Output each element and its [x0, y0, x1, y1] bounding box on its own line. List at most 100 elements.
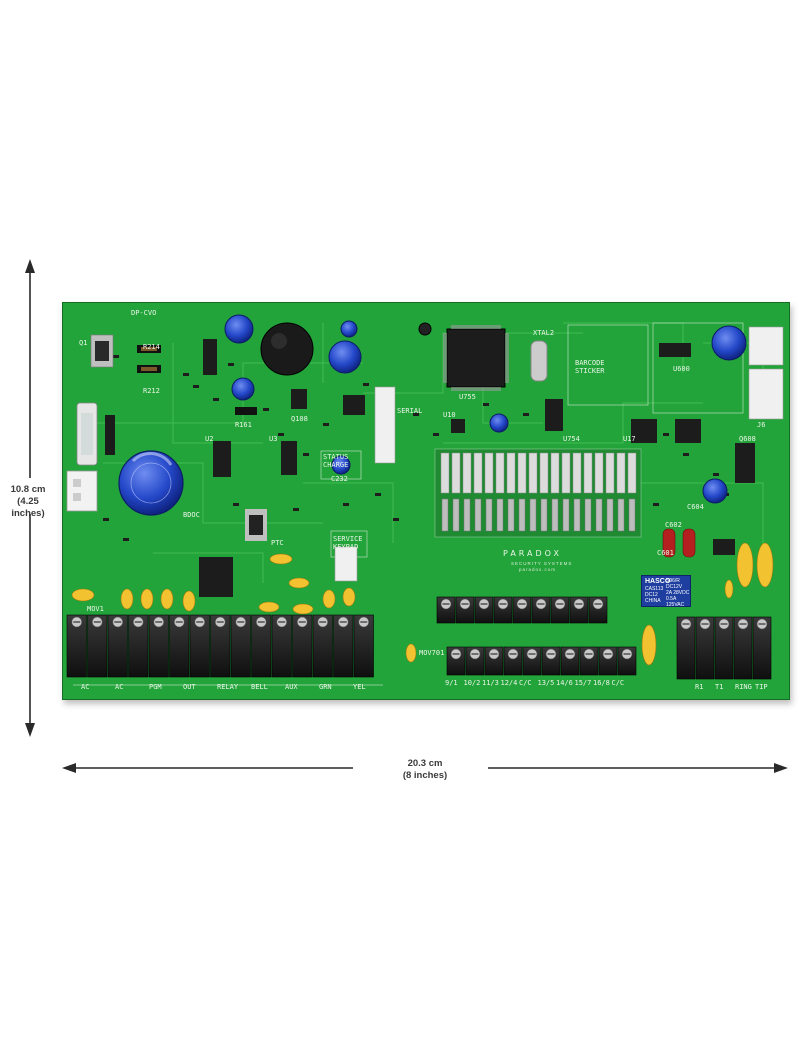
led-diode — [617, 498, 625, 532]
terminal — [271, 614, 292, 678]
silk-xtal2: XTAL2 — [533, 329, 555, 337]
led-resistor — [539, 452, 549, 494]
silk-keypad: KEYPAD — [333, 543, 359, 551]
led-resistor — [572, 452, 582, 494]
led-resistor — [583, 452, 593, 494]
power-connector — [66, 470, 98, 512]
relay-spec-3: 2A 28VDC — [666, 590, 690, 596]
relay-model: CAS113 — [645, 586, 664, 592]
capacitors-small — [224, 314, 747, 504]
height-cm: 10.8 cm — [10, 484, 46, 495]
silk-sticker: STICKER — [575, 367, 605, 375]
led-diode — [518, 498, 526, 532]
silk-r214: R214 — [143, 343, 160, 351]
terminal-label: C/C — [611, 679, 625, 687]
terminal-label: AC — [115, 683, 124, 691]
q1-transistor — [90, 334, 114, 368]
terminal — [169, 614, 190, 678]
relay-origin: CHINA — [645, 598, 661, 604]
led-resistor — [484, 452, 494, 494]
led-diode — [562, 498, 570, 532]
traces — [83, 322, 764, 583]
led-diode — [606, 498, 614, 532]
terminal — [251, 614, 272, 678]
brand-subtitle: SECURITY SYSTEMS — [511, 561, 573, 566]
terminal-label: C/C — [519, 679, 532, 687]
terminal-label: PGM — [149, 683, 162, 691]
terminal-label: BELL — [251, 683, 268, 691]
model-label: DP-CVO — [131, 309, 157, 317]
terminal-label: AUX — [285, 683, 298, 691]
terminal — [87, 614, 108, 678]
terminal-block-zones-bottom — [446, 646, 637, 676]
silk-barcode: BARCODE — [575, 359, 605, 367]
terminal-label: 10/2 — [463, 679, 481, 687]
terminal — [695, 616, 715, 680]
silk-q108: Q108 — [291, 415, 308, 423]
led-diode — [441, 498, 449, 532]
led-resistor — [517, 452, 527, 494]
terminal-label: GRN — [319, 683, 332, 691]
terminal — [676, 616, 696, 680]
terminal-label: T1 — [715, 683, 724, 691]
height-inches: (4.25 inches) — [11, 496, 45, 519]
varistors — [71, 542, 774, 666]
silk-u10: U10 — [443, 411, 456, 419]
terminal — [752, 616, 772, 680]
board-artwork — [66, 314, 784, 686]
terminal — [353, 614, 374, 678]
led-diode — [474, 498, 482, 532]
led-resistor — [616, 452, 626, 494]
relay-spec-2: DC12V — [666, 584, 683, 590]
led-diode — [529, 498, 537, 532]
width-inches: (8 inches) — [402, 770, 448, 781]
zone-leds — [440, 452, 637, 532]
inductor — [260, 322, 314, 376]
led-resistor — [440, 452, 450, 494]
brand-logo: PARADOX — [503, 549, 562, 558]
terminal — [733, 616, 753, 680]
silk-mov701: MOV701 — [419, 649, 445, 657]
relay-brand: HASCO — [645, 578, 671, 585]
silk-serial: SERIAL — [397, 407, 423, 415]
terminal — [148, 614, 169, 678]
led-diode — [485, 498, 493, 532]
capacitor-large-left — [118, 450, 184, 516]
silk-r212: R212 — [143, 387, 160, 395]
led-resistor — [605, 452, 615, 494]
silk-r161: R161 — [235, 421, 252, 429]
led-diode — [496, 498, 504, 532]
terminal-block-left — [66, 614, 374, 678]
silk-u3: U3 — [269, 435, 278, 443]
silk-u755: U755 — [459, 393, 476, 401]
resistors — [137, 345, 257, 415]
led-resistor — [451, 452, 461, 494]
width-cm: 20.3 cm — [407, 758, 443, 769]
silk-c604: C604 — [687, 503, 704, 511]
terminal-block-phone — [676, 616, 772, 680]
microcontroller-chip — [443, 325, 509, 391]
terminal — [333, 614, 354, 678]
silk-c601: C601 — [657, 549, 674, 557]
terminal-label: OUT — [183, 683, 196, 691]
led-diode — [584, 498, 592, 532]
fuse — [76, 402, 98, 466]
relay: HASCO CAS113 DC12 CHINA S96/R DC12V 2A 2… — [641, 575, 691, 608]
terminal-label: 16/8 — [593, 679, 610, 687]
terminal — [714, 616, 734, 680]
terminal-label: YEL — [353, 683, 366, 691]
integrated-circuits — [199, 339, 755, 597]
terminal-label: RING — [735, 683, 752, 691]
led-resistor — [550, 452, 560, 494]
led-diode — [595, 498, 603, 532]
silk-service: SERVICE — [333, 535, 363, 543]
terminal-label: 13/5 — [537, 679, 555, 687]
silk-charge: CHARGE — [323, 461, 349, 469]
led-resistor — [473, 452, 483, 494]
height-label: 10.8 cm (4.25 inches) — [0, 484, 56, 520]
terminal-label: 12/4 — [500, 679, 518, 687]
terminal — [292, 614, 313, 678]
crystal — [530, 340, 548, 382]
relay-coil: DC12 — [645, 592, 658, 598]
red-capacitors — [662, 528, 696, 558]
